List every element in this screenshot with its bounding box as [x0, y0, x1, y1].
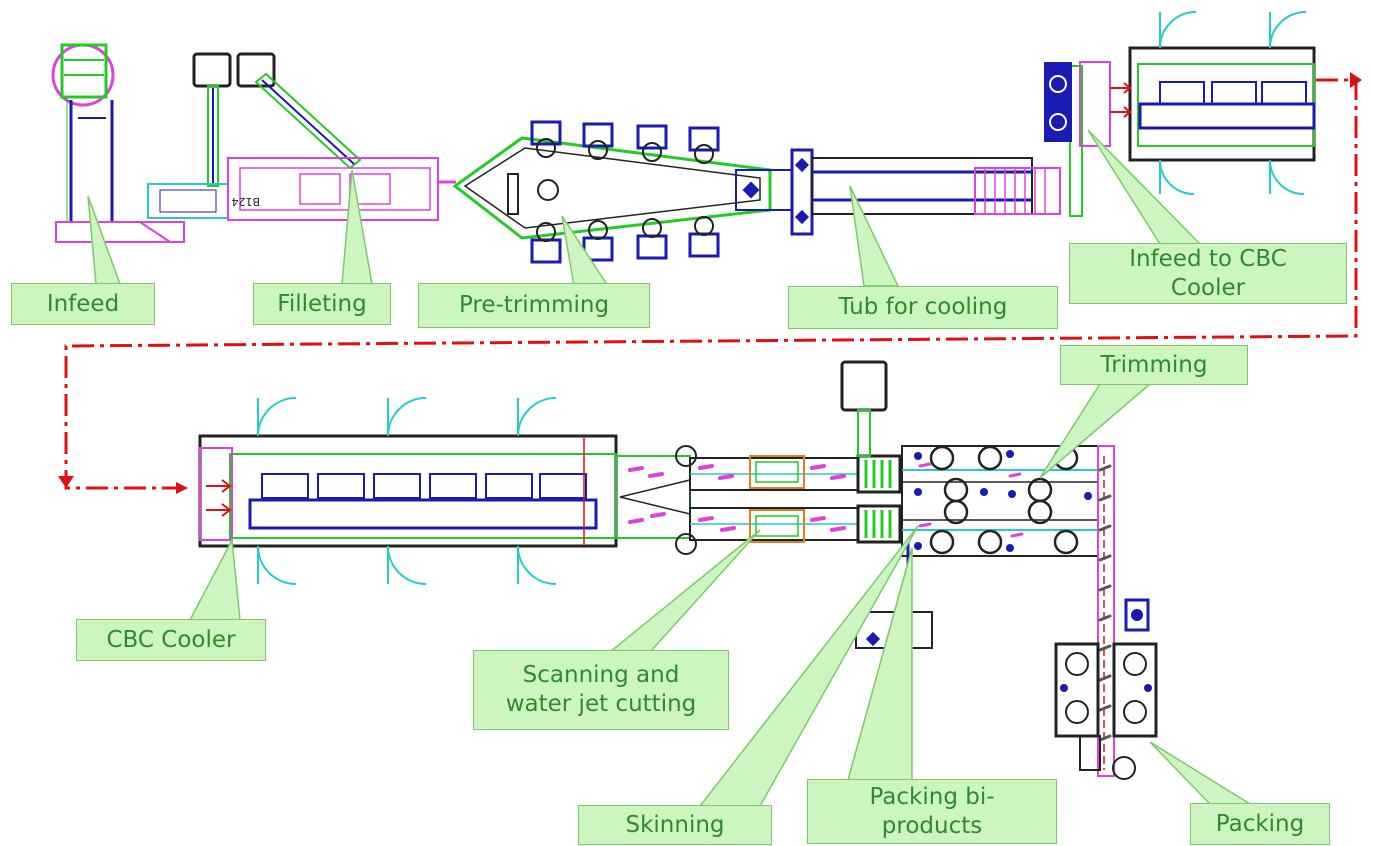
label-packing: Packing: [1190, 803, 1330, 845]
pre-trimming-stations-bottom: [530, 216, 720, 264]
cutting-lanes: [615, 360, 933, 649]
flow-arrow-connector: [64, 78, 1358, 490]
fillet-pieces: [628, 464, 846, 532]
flow-arrowhead-left: [58, 476, 74, 488]
trimming-area: [901, 445, 1099, 557]
label-filleting: Filleting: [253, 283, 391, 325]
label-pre-trimming: Pre-trimming: [418, 283, 650, 328]
label-skinning: Skinning: [578, 805, 772, 845]
flow-arrowhead-end: [176, 482, 188, 494]
flow-arrowhead-top: [1350, 72, 1362, 88]
cooling-tub: [735, 65, 1083, 236]
label-cbc-cooler: CBC Cooler: [76, 619, 266, 661]
label-infeed-to-cbc-cooler: Infeed to CBC Cooler: [1069, 243, 1347, 304]
label-scanning-and-water-jet-cutting: Scanning and water jet cutting: [473, 650, 729, 730]
label-packing-bi-products: Packing bi- products: [807, 779, 1057, 844]
packing-stations: [1054, 642, 1158, 780]
callout-pointers: [87, 129, 1253, 807]
label-trimming: Trimming: [1060, 345, 1248, 385]
label-tub-for-cooling: Tub for cooling: [788, 286, 1058, 329]
infeed-machine: [51, 43, 185, 243]
pre-trimming-station: [452, 136, 772, 240]
label-infeed: Infeed: [11, 283, 155, 325]
cbc-cooler: [198, 397, 618, 585]
cbc-cooler-infeed: [1044, 11, 1316, 195]
pre-trimming-stations-top: [530, 120, 720, 164]
filleting-machine: [147, 52, 456, 221]
packing-conveyor: [1097, 445, 1150, 777]
machine-marking: B124: [231, 195, 260, 208]
